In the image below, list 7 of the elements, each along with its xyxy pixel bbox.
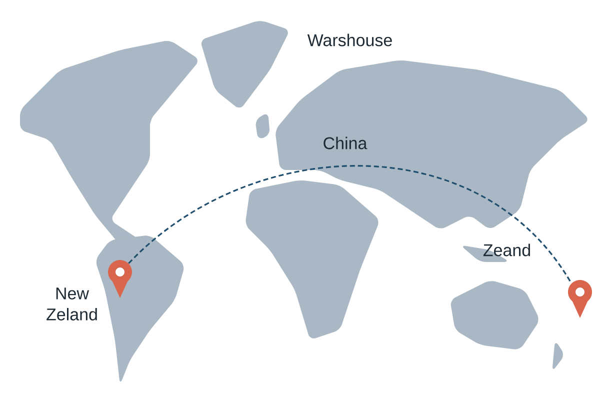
route-line [128,165,572,284]
map-label: Warshouse [307,34,392,46]
location-pin [568,280,592,318]
location-pin [108,260,132,298]
map-label: China [324,136,368,150]
place-label: New Zeland [46,288,97,320]
place-label: Zeand [483,244,530,256]
